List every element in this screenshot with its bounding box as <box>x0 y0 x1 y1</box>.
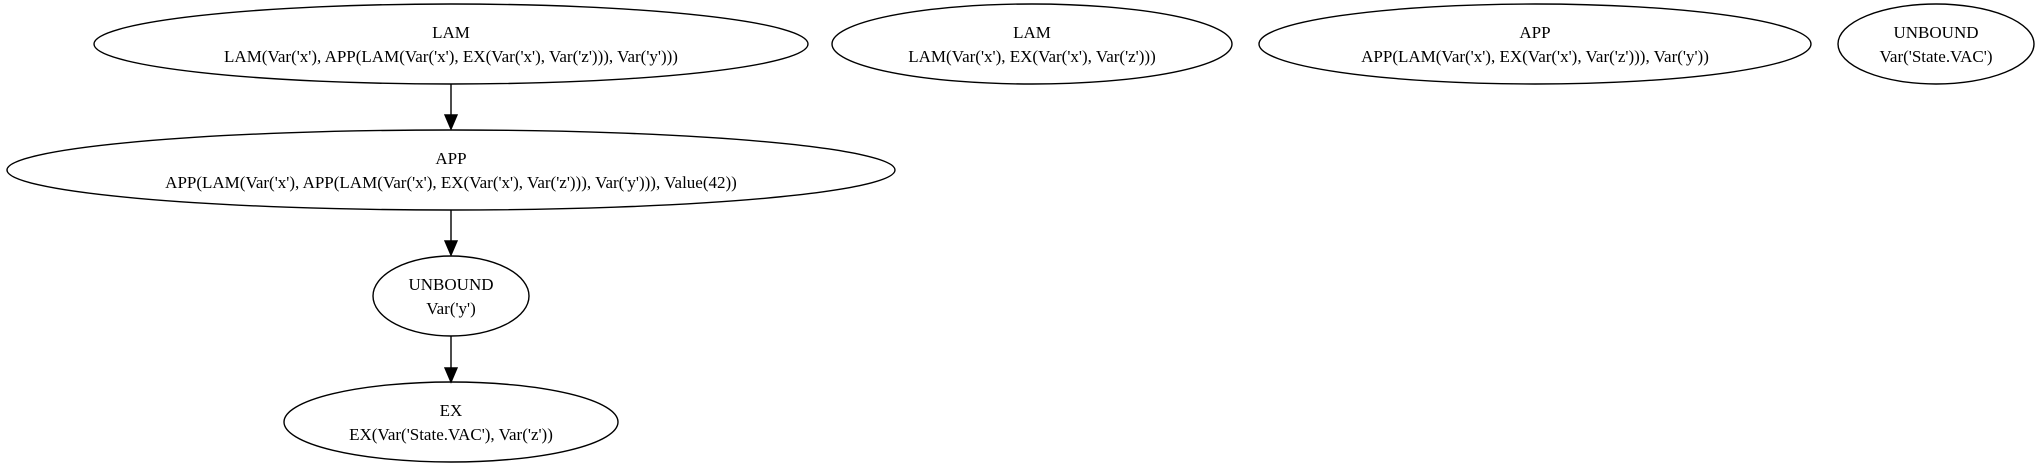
edge-app-to-unbound <box>443 210 459 257</box>
graph-node: LAM LAM(Var('x'), EX(Var('x'), Var('z'))… <box>831 3 1233 85</box>
edge-unbound-to-ex <box>443 336 459 384</box>
node-expression-label: APP(LAM(Var('x'), APP(LAM(Var('x'), EX(V… <box>165 173 737 192</box>
node-kind-label: APP <box>1519 23 1550 42</box>
graph-node: LAM LAM(Var('x'), APP(LAM(Var('x'), EX(V… <box>93 3 809 85</box>
node-ellipse <box>6 129 896 211</box>
node-expression-label: LAM(Var('x'), EX(Var('x'), Var('z'))) <box>908 47 1155 66</box>
node-ellipse <box>1258 3 1812 85</box>
node-kind-label: LAM <box>432 23 470 42</box>
graph-node: APP APP(LAM(Var('x'), APP(LAM(Var('x'), … <box>6 129 896 211</box>
node-expression-label: Var('y') <box>426 299 476 318</box>
node-ellipse <box>372 255 530 337</box>
node-expression-label: EX(Var('State.VAC'), Var('z')) <box>349 425 553 444</box>
node-kind-label: APP <box>435 149 466 168</box>
graph-node: EX EX(Var('State.VAC'), Var('z')) <box>283 381 619 463</box>
graph-node: APP APP(LAM(Var('x'), EX(Var('x'), Var('… <box>1258 3 1812 85</box>
node-kind-label: UNBOUND <box>1894 23 1979 42</box>
edge-lam-to-app <box>443 84 459 131</box>
node-expression-label: LAM(Var('x'), APP(LAM(Var('x'), EX(Var('… <box>224 47 678 66</box>
node-ellipse <box>93 3 809 85</box>
node-kind-label: LAM <box>1013 23 1051 42</box>
node-expression-label: Var('State.VAC') <box>1880 47 1993 66</box>
node-kind-label: EX <box>440 401 463 420</box>
graph-node: UNBOUND Var('State.VAC') <box>1837 3 2035 85</box>
node-kind-label: UNBOUND <box>409 275 494 294</box>
node-ellipse <box>831 3 1233 85</box>
node-ellipse <box>1837 3 2035 85</box>
graph-node: UNBOUND Var('y') <box>372 255 530 337</box>
node-expression-label: APP(LAM(Var('x'), EX(Var('x'), Var('z'))… <box>1361 47 1709 66</box>
node-ellipse <box>283 381 619 463</box>
